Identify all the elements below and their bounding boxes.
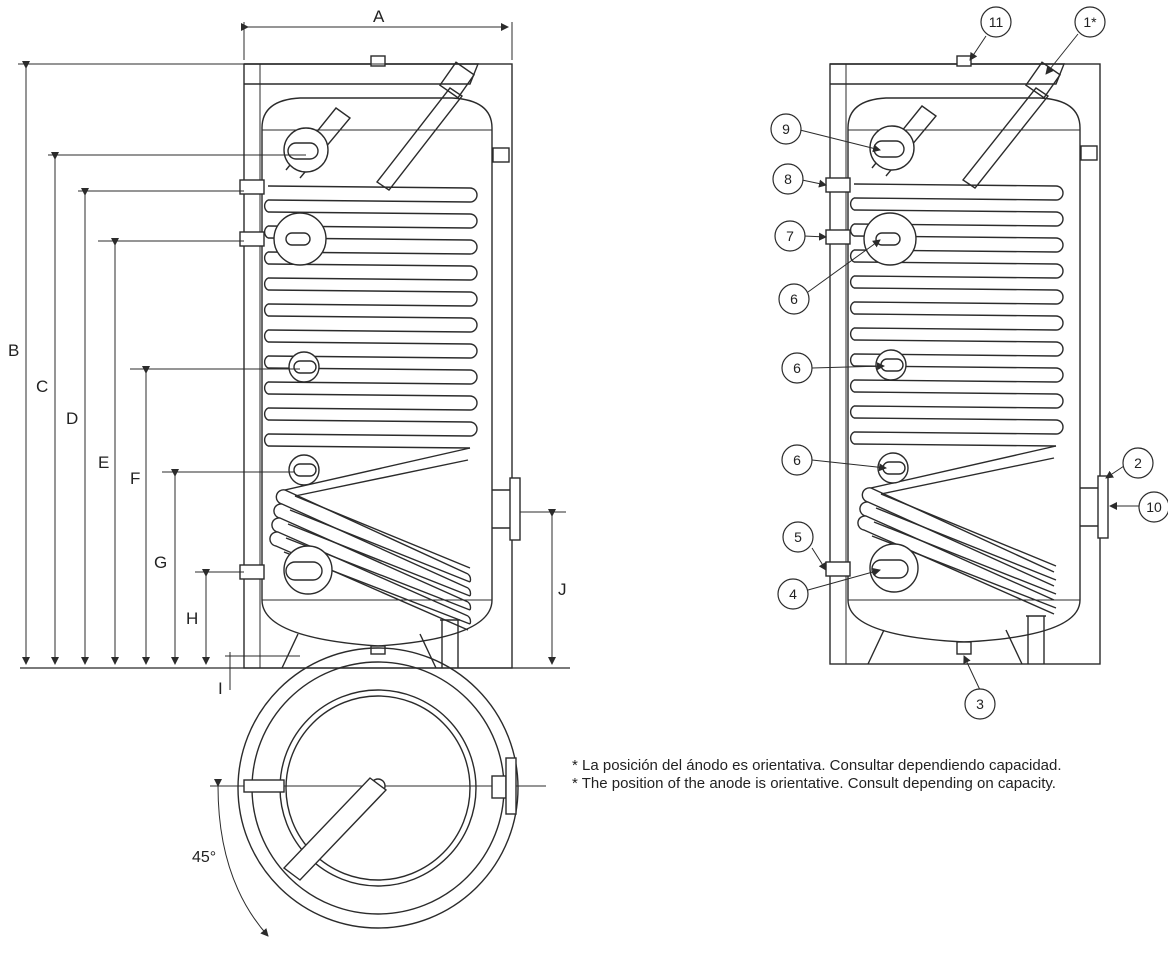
right-elevation-view (770, 6, 1168, 720)
callout-2: 2 (1134, 455, 1142, 471)
angle-arc (213, 778, 269, 937)
callout-1-anode: 1* (1083, 14, 1097, 30)
callout-circles (770, 6, 1168, 720)
dim-label-b: B (8, 341, 19, 360)
callout-6-lower: 6 (793, 452, 801, 468)
callout-5: 5 (794, 529, 802, 545)
callout-11: 11 (989, 14, 1004, 30)
right-lower-coil (857, 445, 1057, 615)
dim-label-i: I (218, 679, 223, 698)
callout-numbers: 11 1* 9 8 7 6 6 6 5 4 3 2 10 (782, 14, 1162, 712)
callout-7: 7 (786, 228, 794, 244)
lower-coil (269, 447, 472, 631)
dim-label-j: J (558, 580, 567, 599)
dim-label-e: E (98, 453, 109, 472)
anode-rod (375, 87, 464, 191)
dim-label-f: F (130, 469, 140, 488)
dim-label-c: C (36, 377, 48, 396)
callout-8: 8 (784, 171, 792, 187)
anode-notes: * La posición del ánodo es orientativa. … (572, 757, 1062, 792)
callout-6-upper: 6 (790, 291, 798, 307)
callout-6-middle: 6 (793, 360, 801, 376)
upper-coil (263, 185, 478, 449)
dimension-lines (18, 22, 566, 690)
support-legs (281, 619, 460, 669)
note-spanish: * La posición del ánodo es orientativa. … (572, 757, 1062, 774)
note-english: * The position of the anode is orientati… (572, 775, 1056, 792)
inner-tank (261, 97, 493, 647)
callout-10: 10 (1146, 499, 1162, 515)
callout-9: 9 (782, 121, 790, 137)
dim-label-a: A (373, 7, 385, 26)
callout-leaders (799, 33, 1140, 691)
left-elevation-view (18, 22, 570, 690)
side-ports (239, 127, 521, 595)
dim-label-h: H (186, 609, 198, 628)
dim-label-d: D (66, 409, 78, 428)
angle-label: 45° (192, 849, 216, 866)
dimension-labels: A B C D E F G H I J (8, 7, 567, 698)
dim-label-g: G (154, 553, 167, 572)
callout-3: 3 (976, 696, 984, 712)
callout-4: 4 (789, 586, 797, 602)
plan-view (210, 647, 546, 937)
